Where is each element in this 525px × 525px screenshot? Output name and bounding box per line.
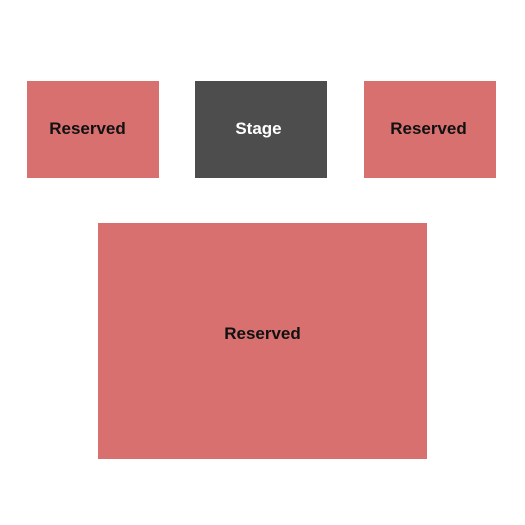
section-label: Reserved: [390, 119, 467, 138]
stage-label: Stage: [235, 119, 282, 138]
section-reserved-left[interactable]: Reserved: [27, 81, 159, 178]
stage: Stage: [195, 81, 327, 178]
section-reserved-main[interactable]: Reserved: [98, 223, 427, 459]
section-reserved-right[interactable]: Reserved: [364, 81, 496, 178]
section-label: Reserved: [224, 323, 301, 343]
section-label: Reserved: [49, 119, 126, 138]
